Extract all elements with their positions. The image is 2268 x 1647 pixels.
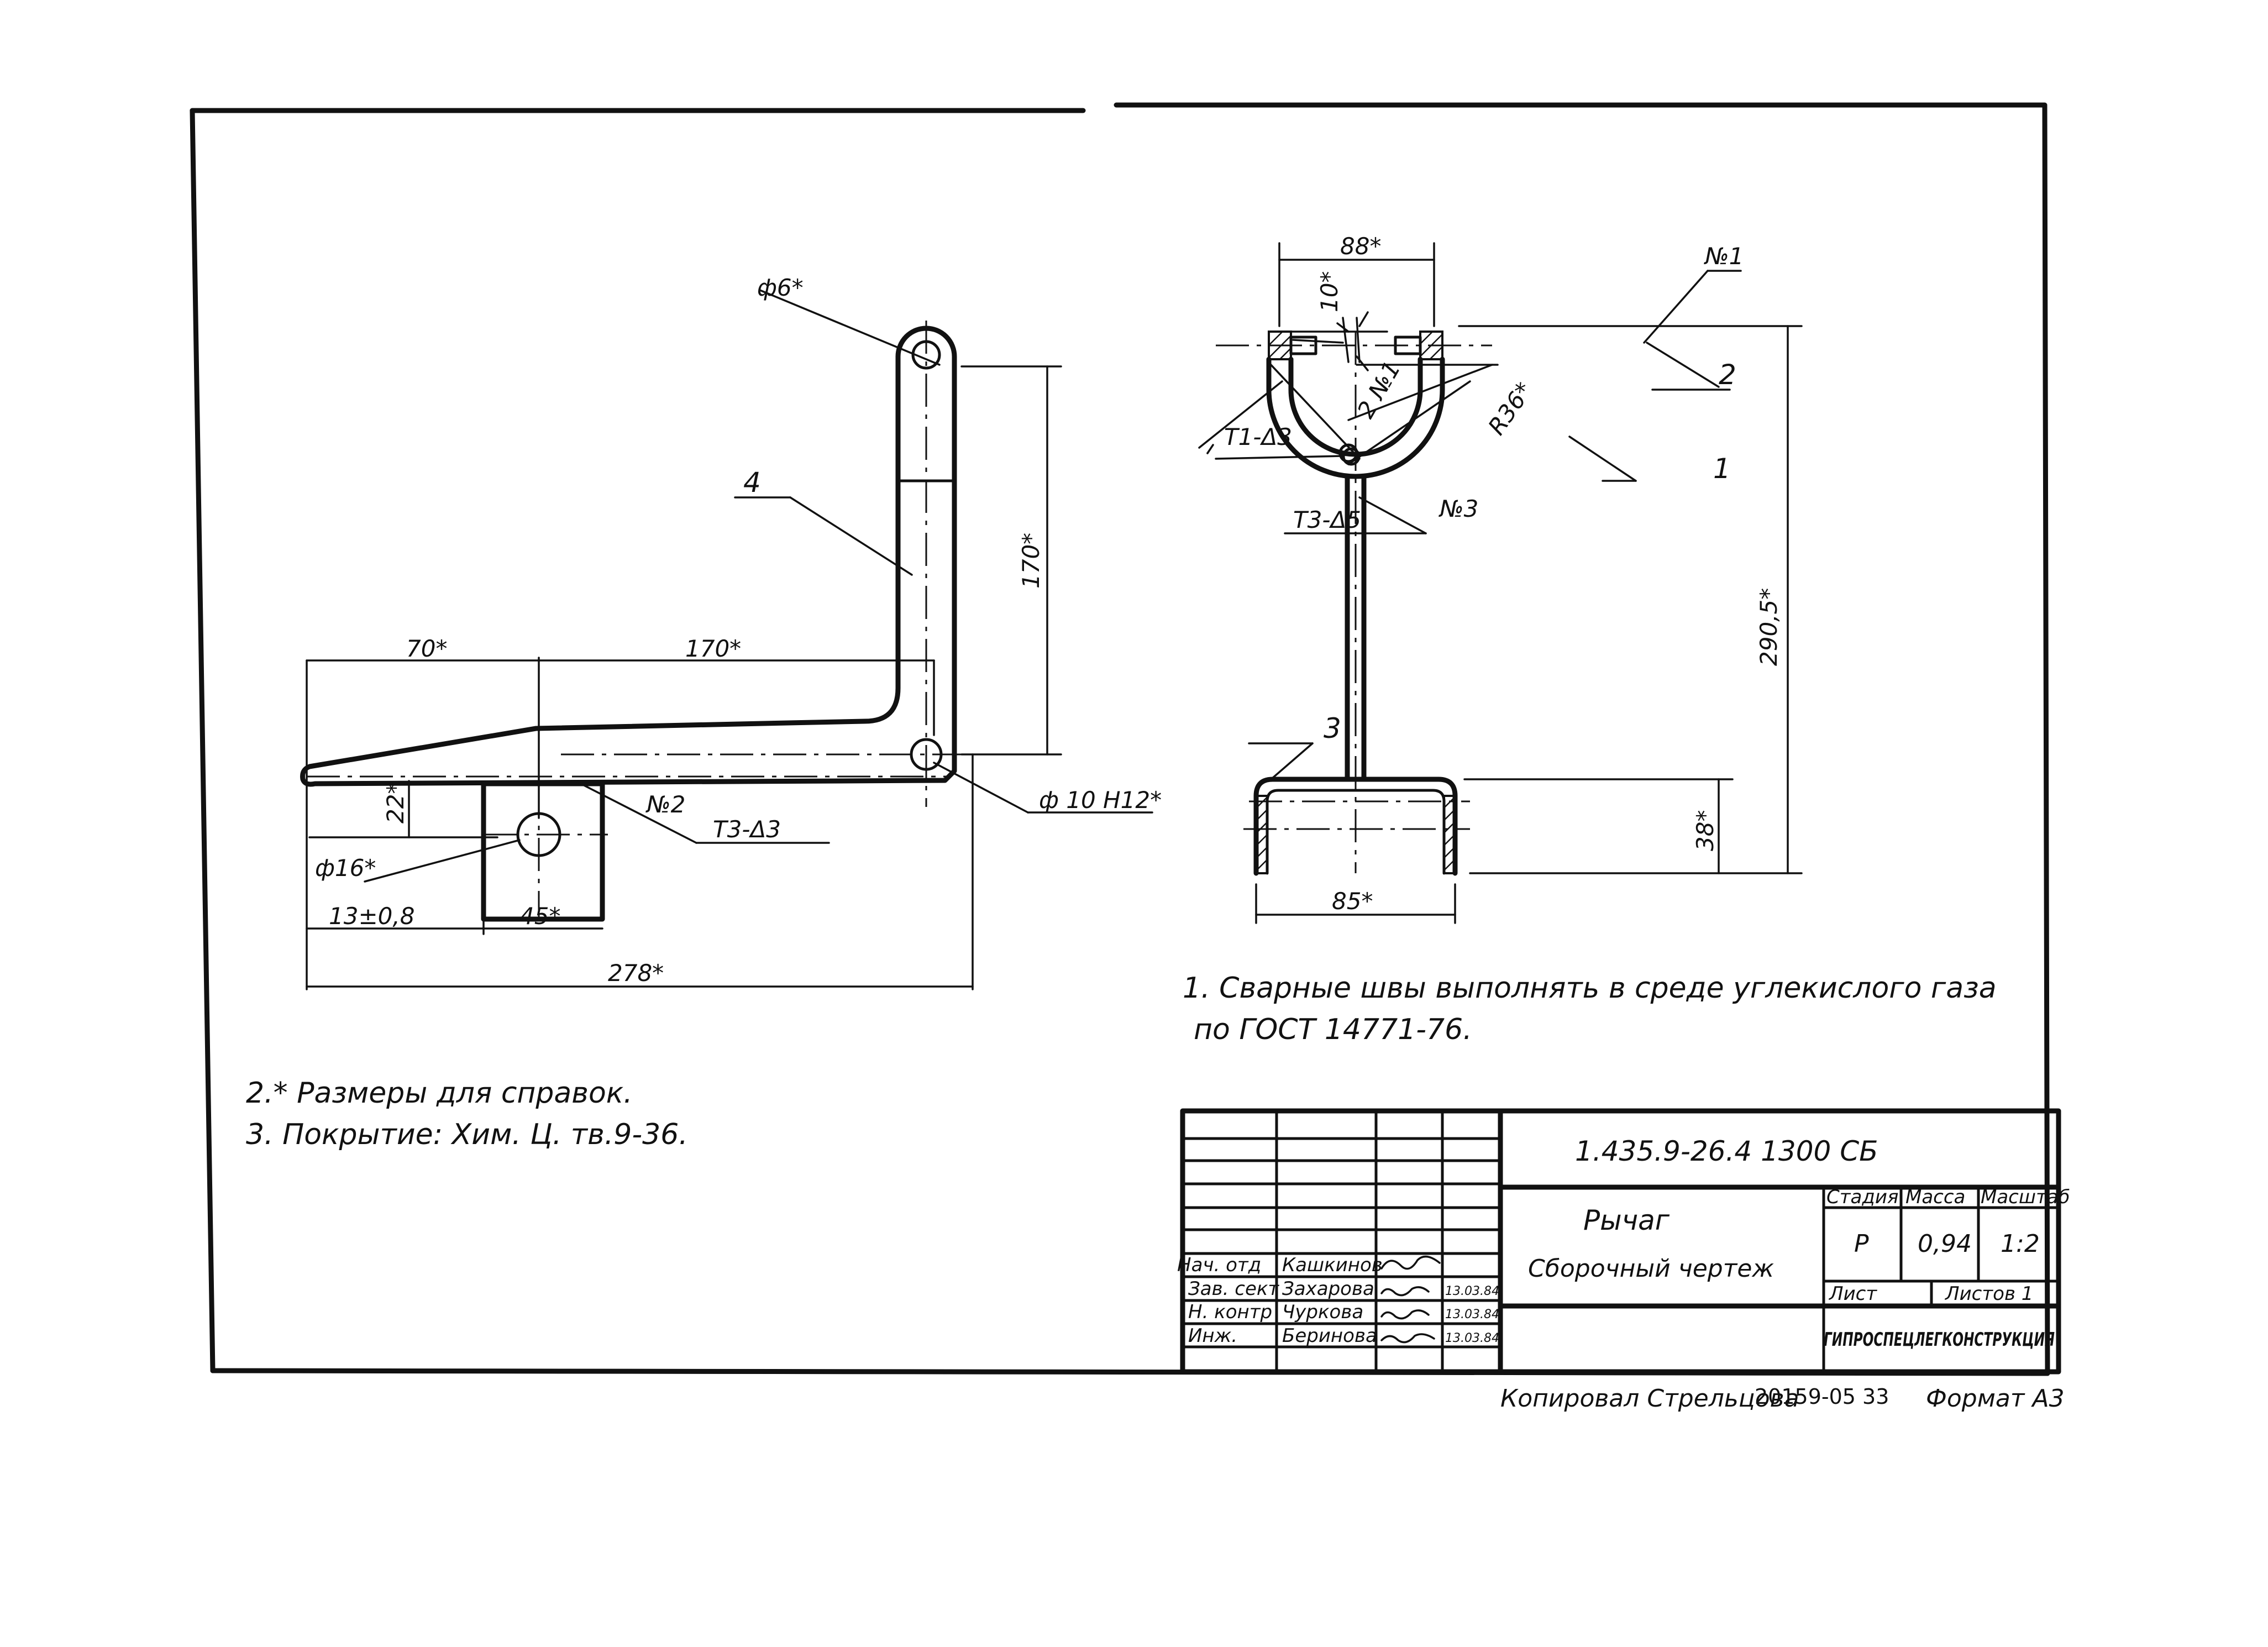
signature-mark-2: [1380, 1286, 1430, 1297]
right-leaders: [1198, 270, 1742, 780]
signature-mark-3: [1380, 1309, 1430, 1320]
sig-role-4: Инж.: [1188, 1325, 1237, 1347]
sig-date-3: 13.03.84: [1445, 1308, 1499, 1321]
callout-part-4: 4: [743, 466, 761, 499]
sheets-count: Листов 1: [1944, 1283, 2033, 1305]
right-dimensions: [1255, 242, 1803, 924]
scale-label: Масштаб: [1981, 1186, 2070, 1208]
signature-mark-4: [1380, 1333, 1435, 1344]
footer: Копировал Стрельцова 20159-05 33 Формат …: [1500, 1384, 2065, 1413]
left-dimensions: [306, 365, 1062, 990]
copied-by: Копировал Стрельцова: [1500, 1384, 1799, 1413]
drawing-type: Сборочный чертеж: [1528, 1255, 1774, 1283]
weld-t3-d3: Т3-Δ3: [713, 816, 781, 843]
dim-top-10: 10*: [1316, 271, 1343, 312]
dim-width-88: 88*: [1340, 233, 1381, 260]
callout-part-2: 2: [1719, 359, 1736, 391]
organization: ГИПРОСПЕЦЛЕГКОНСТРУКЦИЯ: [1824, 1329, 2055, 1351]
scale-value: 1:2: [2001, 1230, 2040, 1258]
dim-boss-width: 45*: [519, 903, 560, 930]
sig-name-1: Кашкинов: [1282, 1254, 1383, 1276]
doc-code: 1.435.9-26.4 1300 СБ: [1575, 1135, 1878, 1167]
weld-no2: №2: [645, 791, 685, 818]
weld-t1-d3: Т1-Δ3: [1224, 423, 1292, 450]
note-3: 3. Покрытие: Хим. Ц. тв.9-36.: [246, 1118, 688, 1151]
part-name: Рычаг: [1583, 1204, 1670, 1236]
sig-role-3: Н. контр: [1188, 1301, 1272, 1323]
dim-length-170: 170*: [685, 635, 741, 662]
dim-offset-22: 22*: [382, 783, 409, 824]
weld-t3-d5: Т3-Δ5: [1293, 506, 1361, 533]
dim-radius-36: R36*: [1483, 377, 1538, 440]
note-2: 2.* Размеры для справок.: [246, 1077, 633, 1110]
bracket-front-view: 88* №1 10* 2 2 №1 R36* Т1-Δ3 1 Т3-Δ5 №3 …: [1198, 233, 1803, 924]
stage-label: Стадия: [1826, 1186, 1898, 1208]
dim-base-width-85: 85*: [1332, 888, 1373, 915]
note-1-line-2: по ГОСТ 14771-76.: [1194, 1013, 1472, 1046]
boss-plate: [481, 781, 605, 922]
archive-number: 20159-05 33: [1755, 1384, 1889, 1409]
sig-role-2: Зав. сект: [1188, 1278, 1279, 1300]
note-1-line-1: 1. Сварные швы выполнять в среде углекис…: [1183, 972, 1997, 1005]
callout-part-3: 3: [1324, 712, 1341, 744]
lever-side-view: ф6* 4 170* 70* 170* ф 10 H12* №2 Т3-Δ3 2…: [300, 274, 1162, 990]
signature-mark-1: [1380, 1255, 1441, 1270]
weld-no1: №1: [1704, 243, 1744, 270]
dim-hole-bottom: ф 10 H12*: [1039, 786, 1162, 814]
notes: 1. Сварные швы выполнять в среде углекис…: [246, 972, 1997, 1151]
sig-role-1: Нач. отд: [1177, 1254, 1261, 1276]
dim-height-170: 170*: [1017, 533, 1044, 589]
stage-value: Р: [1854, 1230, 1869, 1258]
dim-length-70: 70*: [406, 635, 447, 662]
signature-rows: Нач. отд Кашкинов Зав. сект Захарова 13.…: [1177, 1254, 1499, 1347]
sig-date-2: 13.03.84: [1445, 1284, 1499, 1298]
weld-2-no1: 2 №1: [1352, 356, 1406, 423]
sig-name-4: Беринова: [1282, 1325, 1377, 1347]
sig-name-3: Чуркова: [1282, 1301, 1363, 1323]
sig-name-2: Захарова: [1282, 1278, 1374, 1300]
callout-part-1: 1: [1713, 453, 1731, 485]
dim-total-278: 278*: [608, 959, 664, 987]
dim-hole-boss: ф16*: [315, 854, 376, 882]
mass-value: 0,94: [1918, 1230, 1972, 1258]
dim-hole-top: ф6*: [757, 274, 804, 301]
mass-label: Масса: [1905, 1186, 1965, 1208]
title-block: Нач. отд Кашкинов Зав. сект Захарова 13.…: [1177, 1108, 2070, 1375]
sheet-label: Лист: [1828, 1283, 1877, 1305]
weld-no3: №3: [1439, 495, 1478, 522]
sig-date-4: 13.03.84: [1445, 1331, 1499, 1345]
dim-offset-13: 13±0,8: [329, 903, 414, 930]
dim-base-38: 38*: [1692, 810, 1719, 851]
paper-format: Формат А3: [1926, 1384, 2065, 1413]
left-leaders: [364, 289, 1153, 883]
dim-height-290: 290,5*: [1755, 588, 1782, 666]
